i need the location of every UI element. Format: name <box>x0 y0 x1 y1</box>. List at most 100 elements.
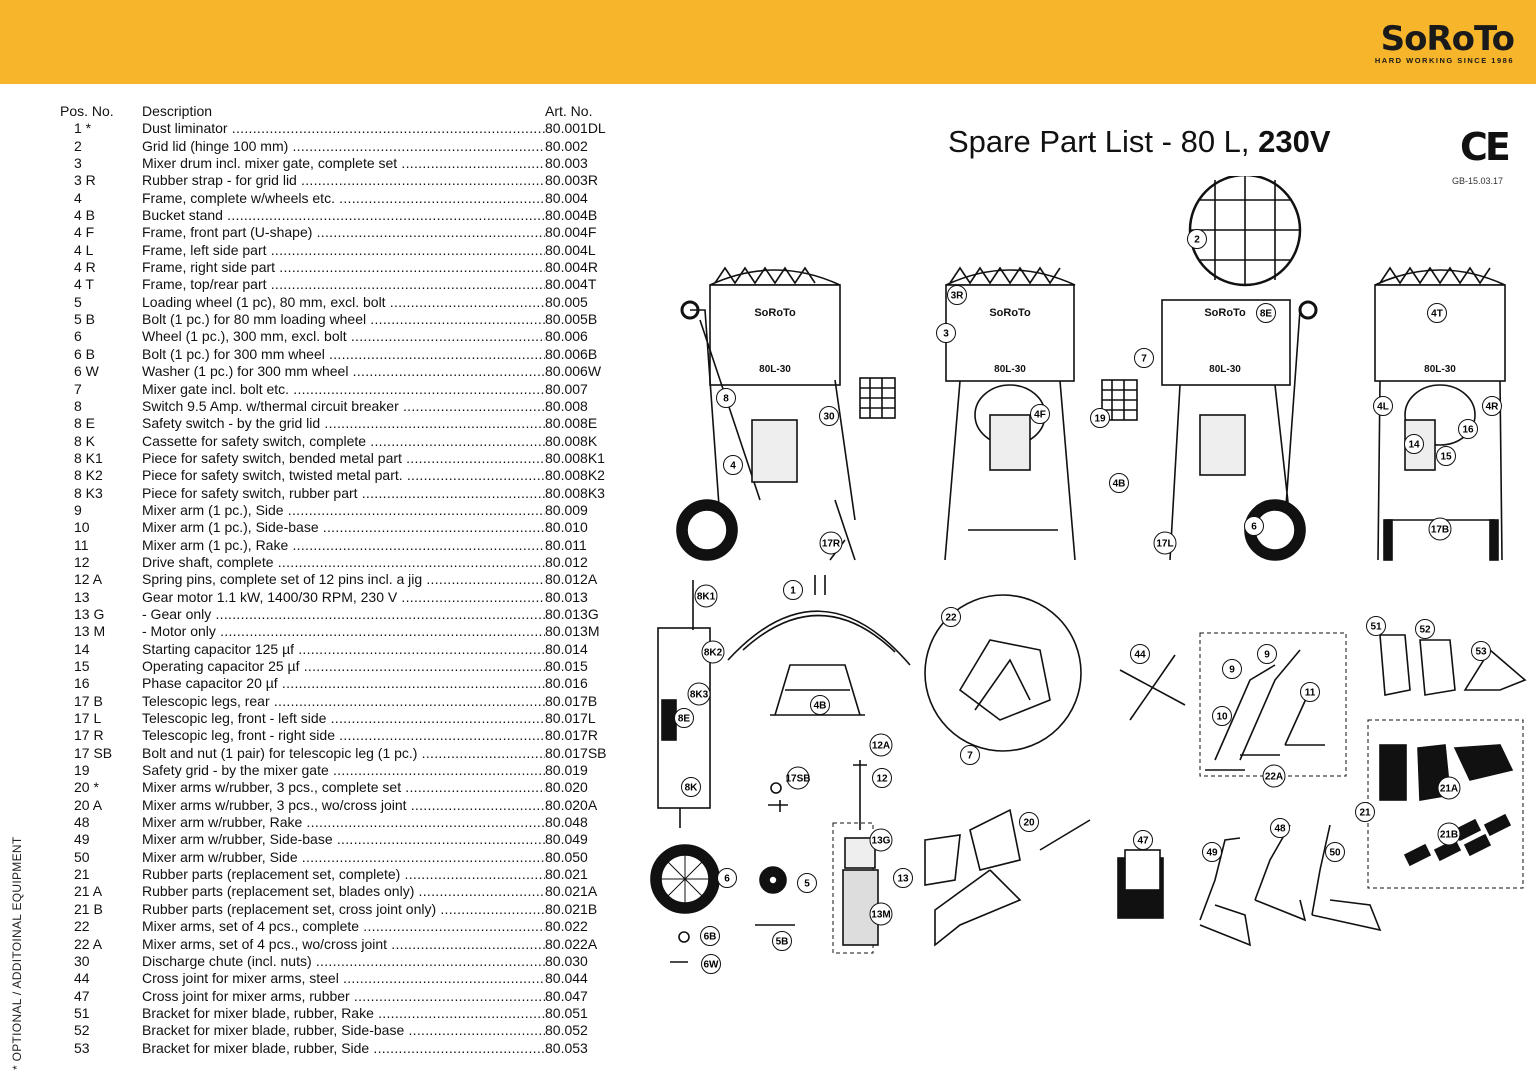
callout-label: 3 <box>943 329 949 340</box>
row-art-no: 80.006B <box>545 345 598 362</box>
row-description: Bracket for mixer blade, rubber, Side-ba… <box>142 1022 545 1039</box>
callout-label: 13G <box>872 836 891 847</box>
callout-label: 44 <box>1134 650 1146 661</box>
row-description: Phase capacitor 20 µf <box>142 675 545 692</box>
row-description: Dust liminator <box>142 120 545 137</box>
callout-7: 7 <box>1134 348 1154 368</box>
callout-14: 14 <box>1404 434 1424 454</box>
row-art-no: 80.017R <box>545 727 598 744</box>
cross-joint-steel <box>1119 654 1186 721</box>
row-pos: 13 G <box>74 605 105 622</box>
row-pos: 6 B <box>74 345 96 362</box>
row-pos: 4 L <box>74 241 94 258</box>
callout-label: 8K1 <box>697 592 716 603</box>
mixer-arms-closeup <box>924 594 1082 752</box>
header-art-no: Art. No. <box>545 103 593 119</box>
callout-3r: 3R <box>947 285 967 305</box>
callout-7: 7 <box>960 745 980 765</box>
row-pos: 3 <box>74 155 82 172</box>
row-pos: 48 <box>74 814 90 831</box>
callout-label: 8E <box>1260 309 1273 320</box>
row-art-no: 80.052 <box>545 1022 588 1039</box>
callout-1: 1 <box>783 580 803 600</box>
drum-model-4: 80L-30 <box>1424 364 1456 375</box>
callout-16: 16 <box>1458 419 1478 439</box>
row-pos: 6 W <box>74 363 99 380</box>
row-description: Operating capacitor 25 µf <box>142 658 545 675</box>
row-description: Drive shaft, complete <box>142 554 545 571</box>
callout-label: 7 <box>967 751 973 762</box>
callout-label: 15 <box>1440 452 1452 463</box>
row-art-no: 80.008E <box>545 415 598 432</box>
callout-8e: 8E <box>1256 303 1276 323</box>
row-description: Safety switch - by the grid lid <box>142 415 545 432</box>
row-pos: 19 <box>74 762 90 779</box>
row-art-no: 80.013 <box>545 588 588 605</box>
row-pos: 51 <box>74 1004 90 1021</box>
row-pos: 11 <box>74 536 89 553</box>
row-description: Telescopic leg, front - left side <box>142 710 545 727</box>
row-art-no: 80.006 <box>545 328 588 345</box>
callout-label: 51 <box>1370 622 1382 633</box>
row-art-no: 80.012 <box>545 553 588 570</box>
callout-5: 5 <box>797 873 817 893</box>
row-description: Piece for safety switch, twisted metal p… <box>142 467 545 484</box>
row-art-no: 80.005 <box>545 293 588 310</box>
row-art-no: 80.005B <box>545 311 598 328</box>
row-description: Mixer arms w/rubber, 3 pcs., complete se… <box>142 779 545 796</box>
row-art-no: 80.008K2 <box>545 467 605 484</box>
row-description: Telescopic leg, front - right side <box>142 727 545 744</box>
safety-switch-cassette <box>657 627 711 809</box>
row-pos: 8 K2 <box>74 467 103 484</box>
row-description: Frame, complete w/wheels etc. <box>142 190 545 207</box>
callout-12a: 12A <box>869 733 893 757</box>
row-description: Bolt and nut (1 pair) for telescopic leg… <box>142 745 545 762</box>
callout-label: 11 <box>1305 688 1316 699</box>
callout-label: 6 <box>724 874 730 885</box>
callout-50: 50 <box>1325 842 1345 862</box>
row-art-no: 80.016 <box>545 675 588 692</box>
callout-8k1: 8K1 <box>694 584 718 608</box>
row-pos: 4 B <box>74 207 96 224</box>
row-art-no: 80.021 <box>545 866 588 883</box>
callout-label: 4B <box>814 701 827 712</box>
bracket-side <box>1463 648 1527 691</box>
row-art-no: 80.044 <box>545 970 588 987</box>
callout-label: 21 <box>1359 808 1371 819</box>
row-pos: 8 E <box>74 415 96 432</box>
row-art-no: 80.004R <box>545 259 598 276</box>
callout-9: 9 <box>1257 644 1277 664</box>
mixer-arm-side <box>1311 824 1382 932</box>
mixer-tilted-view <box>1101 176 1318 561</box>
callout-label: 4T <box>1431 309 1443 320</box>
callout-label: 9 <box>1264 650 1270 661</box>
callout-5b: 5B <box>772 931 792 951</box>
soroto-logo: SoRoTo HARD WORKING SINCE 1986 <box>1375 22 1515 65</box>
row-description: Piece for safety switch, bended metal pa… <box>142 450 545 467</box>
callout-22: 22 <box>941 607 961 627</box>
callout-label: 22 <box>945 613 957 624</box>
row-pos: 4 R <box>74 259 96 276</box>
row-pos: 22 A <box>74 935 103 952</box>
row-art-no: 80.001DL <box>545 120 606 137</box>
row-pos: 47 <box>74 987 90 1004</box>
table-row: 20 *Mixer arms w/rubber, 3 pcs., complet… <box>60 779 620 796</box>
callout-label: 4L <box>1377 402 1389 413</box>
callout-4t: 4T <box>1427 303 1447 323</box>
row-description: Wheel (1 pc.), 300 mm, excl. bolt <box>142 328 545 345</box>
page-title: Spare Part List - 80 L, 230V <box>948 124 1331 160</box>
callout-4b: 4B <box>1109 473 1129 493</box>
row-description: Mixer arm (1 pc.), Side <box>142 502 545 519</box>
